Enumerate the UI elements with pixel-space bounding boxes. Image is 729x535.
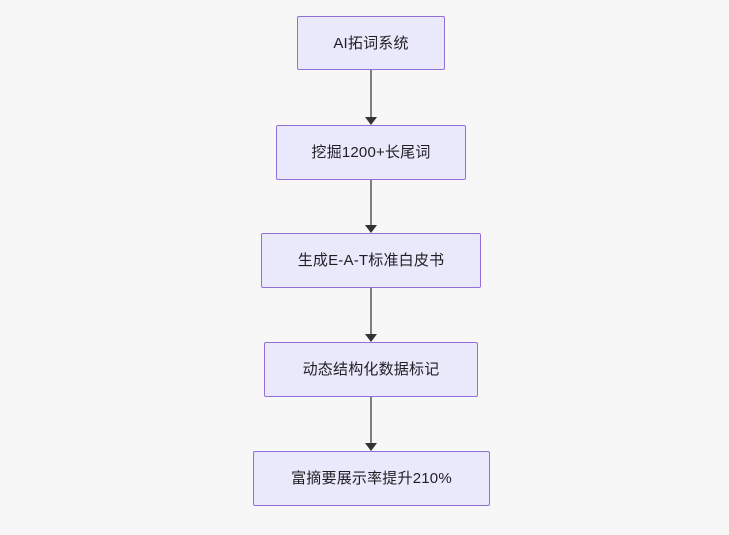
arrowhead-icon — [365, 334, 377, 342]
connector-arrow-1 — [364, 70, 378, 125]
connector-arrow-4 — [364, 397, 378, 451]
flow-node-rich-snippet-impression-lift[interactable]: 富摘要展示率提升210% — [253, 451, 490, 506]
connector-line — [370, 180, 372, 226]
flow-node-mine-longtail-keywords[interactable]: 挖掘1200+长尾词 — [276, 125, 466, 180]
connector-arrow-3 — [364, 288, 378, 342]
connector-line — [370, 288, 372, 335]
arrowhead-icon — [365, 117, 377, 125]
flow-node-generate-eat-whitepaper[interactable]: 生成E-A-T标准白皮书 — [261, 233, 481, 288]
connector-line — [370, 70, 372, 118]
flow-node-ai-keyword-system[interactable]: AI拓词系统 — [297, 16, 445, 70]
connector-line — [370, 397, 372, 444]
flow-node-dynamic-structured-data-markup[interactable]: 动态结构化数据标记 — [264, 342, 478, 397]
arrowhead-icon — [365, 443, 377, 451]
arrowhead-icon — [365, 225, 377, 233]
connector-arrow-2 — [364, 180, 378, 233]
